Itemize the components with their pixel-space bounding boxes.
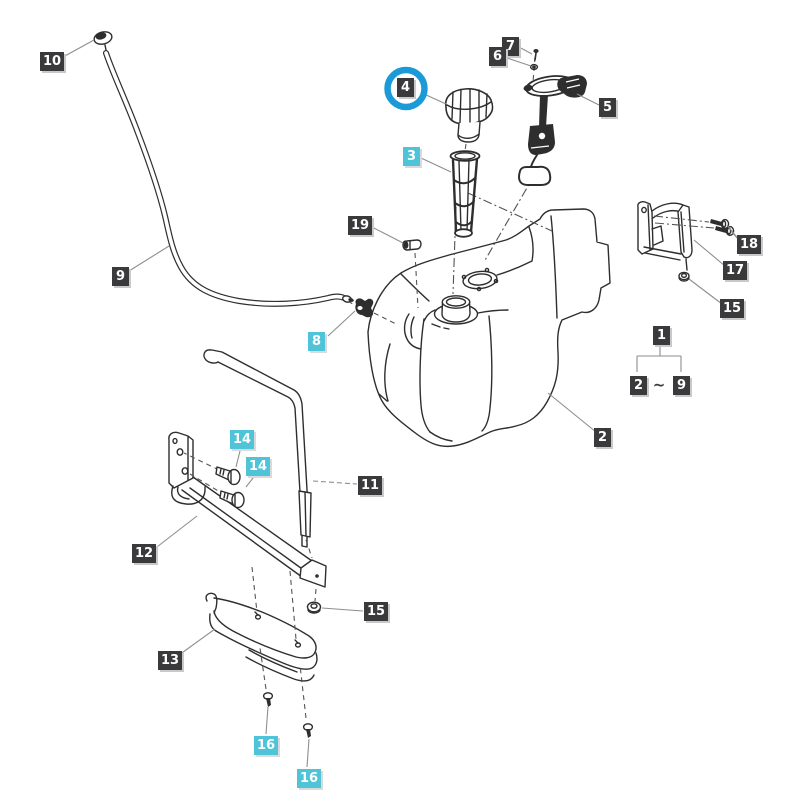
flange-bolt-lower xyxy=(219,490,245,509)
guard-screw-left xyxy=(262,692,274,707)
legend-parent-callout[interactable]: 1 xyxy=(653,326,670,345)
hose-end-cap xyxy=(93,31,113,51)
flange-bolt-upper xyxy=(215,466,241,486)
part-callout-19[interactable]: 19 xyxy=(348,216,373,235)
fuel-gauge-sender xyxy=(518,75,587,186)
fuel-hose xyxy=(103,50,354,307)
part-callout-11[interactable]: 11 xyxy=(358,476,383,495)
fuel-tank xyxy=(367,208,611,448)
part-callout-7[interactable]: 7 xyxy=(502,37,519,56)
callout-leader-lines xyxy=(62,39,740,768)
part-callout-18[interactable]: 18 xyxy=(737,235,762,254)
part-callout-9[interactable]: 9 xyxy=(112,267,129,286)
selected-part-highlight-ring xyxy=(384,66,428,111)
part-callout-14-upper[interactable]: 14 xyxy=(230,430,255,449)
legend-range-start[interactable]: 2 xyxy=(630,376,647,395)
sender-washer xyxy=(529,63,539,71)
part-callout-8[interactable]: 8 xyxy=(308,332,325,351)
fuel-strainer xyxy=(449,150,481,238)
part-callout-3[interactable]: 3 xyxy=(403,147,420,166)
guard-screw-right xyxy=(302,723,314,738)
part-callout-16-left[interactable]: 16 xyxy=(254,736,279,755)
part-callout-15-right[interactable]: 15 xyxy=(720,299,745,318)
legend-range-end[interactable]: 9 xyxy=(673,376,690,395)
rear-mount-bracket xyxy=(637,201,693,271)
part-callout-14-lower[interactable]: 14 xyxy=(246,457,271,476)
grommet xyxy=(355,298,374,318)
part-callout-2[interactable]: 2 xyxy=(594,428,611,447)
part-callout-15-lower[interactable]: 15 xyxy=(364,602,389,621)
part-callout-13[interactable]: 13 xyxy=(158,651,183,670)
part-callout-5[interactable]: 5 xyxy=(599,98,616,117)
support-bracket xyxy=(168,431,327,588)
part-callout-12[interactable]: 12 xyxy=(132,544,157,563)
sender-screw xyxy=(533,49,539,61)
bracket-screws xyxy=(710,218,735,237)
part-callout-4-selected[interactable]: 4 xyxy=(397,78,414,97)
flange-nut-right xyxy=(678,271,690,282)
part-callout-17[interactable]: 17 xyxy=(723,261,748,280)
tank-stay-bracket xyxy=(203,349,312,548)
part-callout-16-right[interactable]: 16 xyxy=(297,769,322,788)
assembly-guide-lines xyxy=(183,56,715,719)
flange-nut-lower xyxy=(306,601,322,614)
tank-guard-bracket xyxy=(205,592,318,682)
part-callout-6[interactable]: 6 xyxy=(489,47,506,66)
part-callout-10[interactable]: 10 xyxy=(40,52,65,71)
hose-clip xyxy=(402,239,422,251)
fuel-filler-cap xyxy=(444,88,494,143)
legend-range-separator: ~ xyxy=(652,376,666,394)
